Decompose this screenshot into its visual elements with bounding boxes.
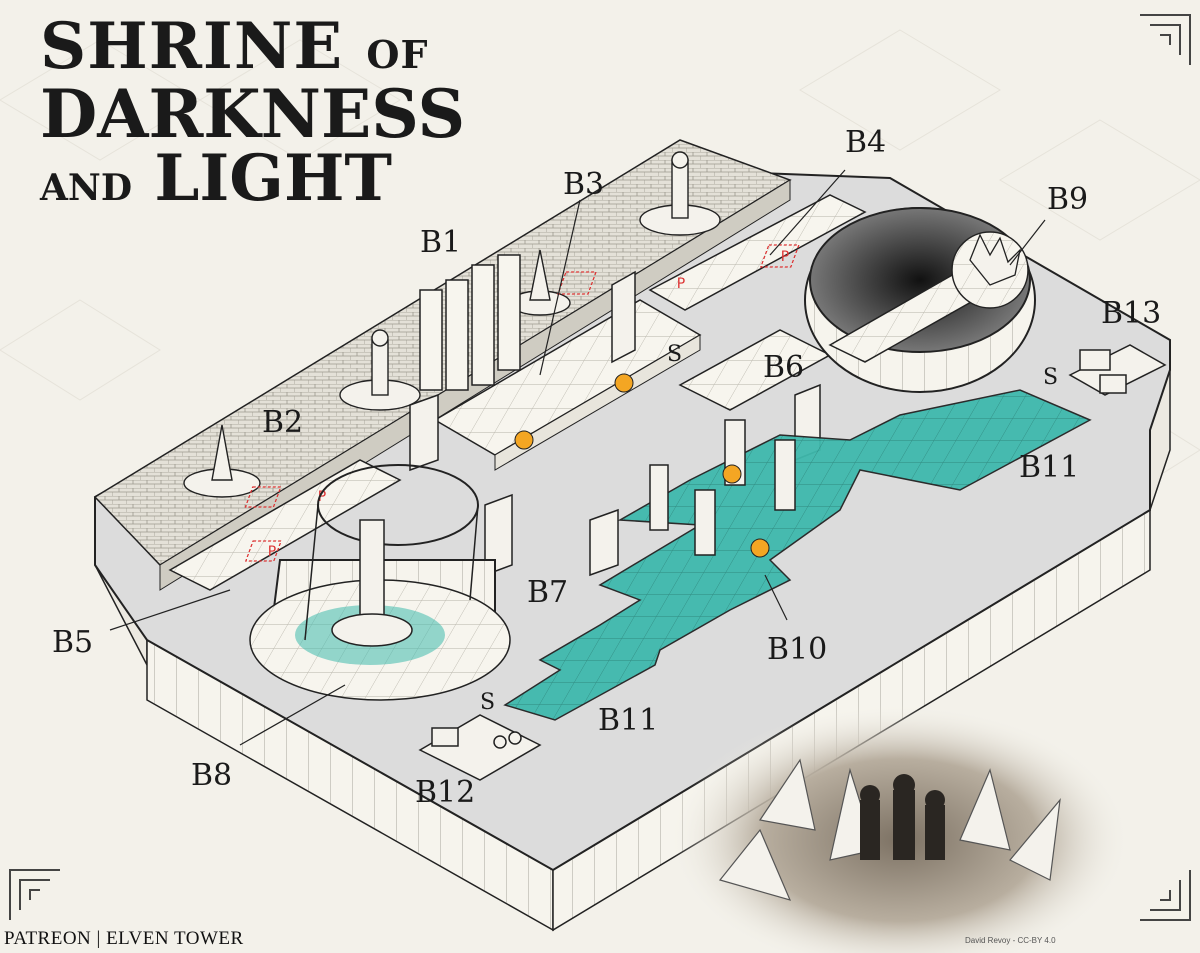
area-label-b11-east: B11 <box>1019 450 1080 485</box>
corner-ornament-top-right <box>1140 14 1191 65</box>
area-label-b3: B3 <box>563 167 605 202</box>
area-label-b12: B12 <box>415 775 476 810</box>
crystal-icon <box>969 233 1022 286</box>
footer-separator: | <box>91 928 107 949</box>
chamber-b8 <box>249 464 511 701</box>
plate-letter: P <box>268 544 276 560</box>
area-label-b11-south: B11 <box>598 703 659 738</box>
footer-credit: PATREON | ELVEN TOWER <box>4 928 244 950</box>
area-label-b7: B7 <box>527 575 569 610</box>
footer-patreon: PATREON <box>4 928 92 949</box>
title-word-and: AND <box>40 167 133 209</box>
chamber-b9 <box>804 207 1036 393</box>
pillars-b1 <box>419 254 521 391</box>
title-word-darkness: DARKNESS <box>40 75 466 153</box>
crystal-vignette <box>670 705 1130 953</box>
pillars-b10 <box>649 419 796 556</box>
area-label-b13: B13 <box>1101 296 1162 331</box>
art-credit: David Revoy - CC-BY 4.0 <box>965 936 1056 945</box>
area-label-b2: B2 <box>262 405 304 440</box>
flooded-area-b10-b11 <box>503 389 1092 721</box>
plate-letter: P <box>318 489 326 505</box>
area-label-b9: B9 <box>1047 182 1089 217</box>
plate-letter: P <box>677 276 685 292</box>
area-label-b8: B8 <box>191 758 233 793</box>
leader-lines <box>109 169 1046 746</box>
secret-door-marker: S <box>480 690 496 715</box>
corner-ornament-bottom-right <box>1140 870 1191 921</box>
title-word-light: LIGHT <box>154 141 393 216</box>
pressure-plates <box>244 244 800 562</box>
treasure-b13 <box>1068 344 1167 396</box>
pressure-plate-letters: P P P P <box>268 249 789 560</box>
footer-elven-tower: ELVEN TOWER <box>106 928 244 949</box>
area-label-b6: B6 <box>763 350 805 385</box>
statues <box>183 151 721 498</box>
braziers <box>514 373 770 558</box>
title-word-of: OF <box>366 32 429 77</box>
corridor-b4 <box>648 194 867 311</box>
area-label-b1: B1 <box>420 225 462 260</box>
map-title: SHRINE OF DARKNESS AND LIGHT <box>40 15 465 211</box>
plate-letter: P <box>781 249 789 265</box>
secret-door-marker: S <box>1043 365 1059 390</box>
area-label-b5: B5 <box>52 625 94 660</box>
title-word-shrine: SHRINE <box>40 9 344 84</box>
hall-b3-front <box>494 334 701 471</box>
corner-ornament-bottom-left <box>9 869 60 920</box>
corridor-b5 <box>168 459 402 591</box>
area-label-b10: B10 <box>767 632 828 667</box>
treasure-b12 <box>418 714 542 781</box>
background-pattern <box>0 29 1200 501</box>
secret-door-marker: S <box>667 342 683 367</box>
area-label-b4: B4 <box>845 125 887 160</box>
